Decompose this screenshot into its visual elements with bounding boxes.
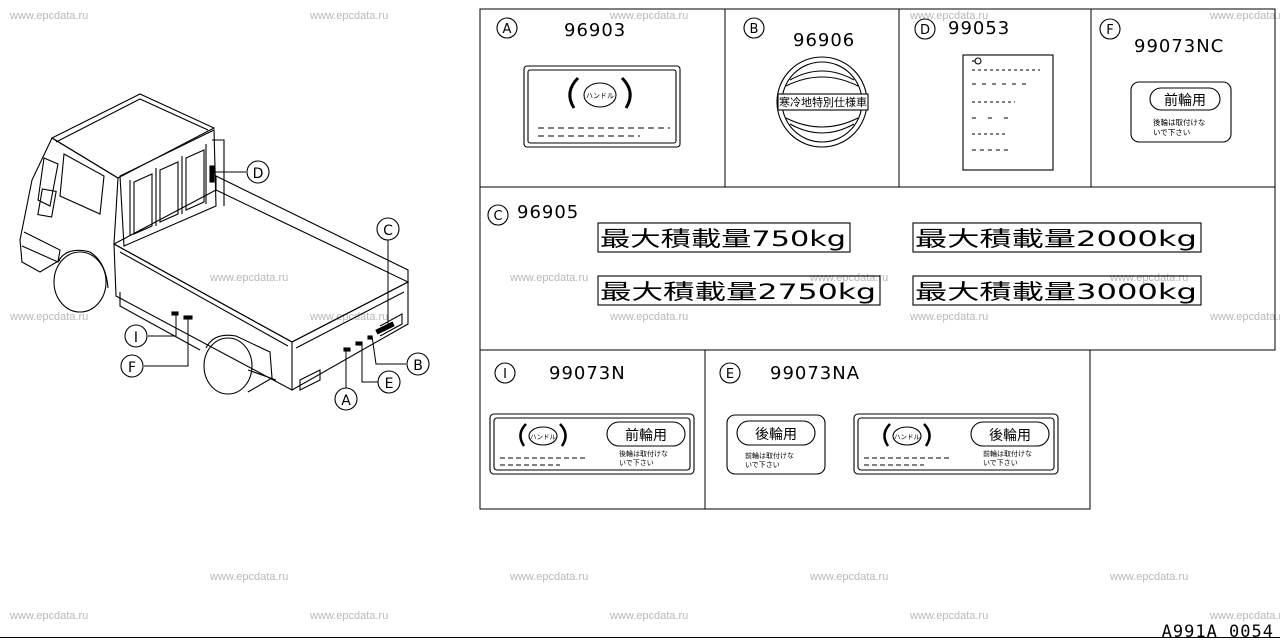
badge-text: ハンドル <box>894 433 921 441</box>
callout-leaders <box>144 171 406 388</box>
badge-text: ハンドル <box>586 92 614 100</box>
callout-label: F <box>128 360 136 376</box>
note-text: いで下さい <box>983 459 1018 467</box>
bottom-rule <box>0 637 1280 638</box>
callout-b: B <box>406 352 430 376</box>
callout-label: C <box>383 223 393 239</box>
watermark: www.epcdata.ru <box>610 311 689 323</box>
panel-f: F 99073NC 前輪用 後輪は取付けな いで下さい <box>1099 18 1232 143</box>
part-number: 96905 <box>517 202 579 223</box>
diagram-code: A991A 0054 <box>1161 622 1274 642</box>
callout-label: I <box>134 330 138 346</box>
panel-a: A 96903 ハンドル <box>496 17 681 148</box>
panel-letter: B <box>750 22 759 37</box>
note-text: いで下さい <box>619 459 654 467</box>
panel-letter: I <box>503 367 507 382</box>
note-text: いで下さい <box>745 461 780 469</box>
callout-f: F <box>120 354 144 378</box>
panel-letter: A <box>503 22 512 37</box>
watermark: www.epcdata.ru <box>810 272 889 284</box>
panel-e: E 99073NA 後輪用 前輪は取付けな いで下さい ハンドル 後輪用 前輪は… <box>719 362 1059 475</box>
watermark: www.epcdata.ru <box>10 10 89 22</box>
callout-label: A <box>341 393 351 409</box>
panel-letter: F <box>1106 23 1113 38</box>
label-text: 寒冷地特別仕様車 <box>779 95 867 109</box>
watermark: www.epcdata.ru <box>510 272 589 284</box>
capacity-label: 最大積載量750kg <box>600 227 846 251</box>
panel-letter: D <box>920 23 930 38</box>
panel-grid <box>479 8 1276 510</box>
watermark: www.epcdata.ru <box>1110 571 1189 583</box>
watermark: www.epcdata.ru <box>1110 272 1189 284</box>
capacity-label: 最大積載量2000kg <box>915 227 1197 251</box>
truck-illustration <box>19 93 410 395</box>
note-text: 後輪は取付けな <box>619 449 668 458</box>
callout-i: I <box>124 324 148 348</box>
part-number: 96906 <box>793 30 855 51</box>
capacity-label: 最大積載量2750kg <box>600 280 876 304</box>
part-number: 99073NA <box>770 363 860 384</box>
panel-letter: C <box>493 209 502 224</box>
watermark: www.epcdata.ru <box>910 311 989 323</box>
panel-c: C 96905 最大積載量750kg 最大積載量2000kg 最大積載量2750… <box>487 202 1202 306</box>
watermark: www.epcdata.ru <box>210 571 289 583</box>
capacity-label: 最大積載量3000kg <box>915 280 1197 304</box>
callout-label: B <box>413 358 423 374</box>
watermark: www.epcdata.ru <box>910 610 989 622</box>
watermark: www.epcdata.ru <box>210 272 289 284</box>
watermark: www.epcdata.ru <box>10 610 89 622</box>
tag-text: 前輪用 <box>625 427 667 444</box>
part-number: 99073N <box>549 363 626 384</box>
watermark: www.epcdata.ru <box>510 571 589 583</box>
panel-i: I 99073N ハンドル 前輪用 後輪は取付けな いで下さい <box>489 362 695 475</box>
callout-label: D <box>253 166 264 182</box>
watermark: www.epcdata.ru <box>310 610 389 622</box>
part-number: 96903 <box>564 20 626 41</box>
watermark: www.epcdata.ru <box>310 10 389 22</box>
callout-d: D <box>246 160 270 184</box>
tag-text: 後輪用 <box>989 427 1031 444</box>
part-number: 99053 <box>948 18 1010 39</box>
watermark: www.epcdata.ru <box>310 311 389 323</box>
part-number: 99073NC <box>1134 36 1224 57</box>
tag-text: 前輪用 <box>1164 92 1206 109</box>
note-text: 後輪は取付けな <box>1153 117 1206 127</box>
watermark: www.epcdata.ru <box>610 610 689 622</box>
watermark: www.epcdata.ru <box>1210 311 1280 323</box>
panel-b: B 96906 寒冷地特別仕様車 <box>743 17 869 148</box>
watermark: www.epcdata.ru <box>1210 10 1280 22</box>
panel-d: D 99053 <box>914 18 1054 171</box>
badge-text: ハンドル <box>530 433 557 441</box>
note-text: 前輪は取付けな <box>745 451 794 460</box>
tag-text: 後輪用 <box>755 426 797 443</box>
watermark: www.epcdata.ru <box>910 10 989 22</box>
callout-c: C <box>376 217 400 241</box>
watermark: www.epcdata.ru <box>1210 610 1280 622</box>
callout-e: E <box>377 370 401 394</box>
watermark: www.epcdata.ru <box>810 571 889 583</box>
note-text: 前輪は取付けな <box>983 449 1032 458</box>
panel-letter: E <box>726 367 734 382</box>
note-text: いで下さい <box>1153 128 1190 137</box>
watermark: www.epcdata.ru <box>610 10 689 22</box>
callout-label: E <box>385 376 394 392</box>
watermark: www.epcdata.ru <box>10 311 89 323</box>
callout-a: A <box>334 387 358 411</box>
